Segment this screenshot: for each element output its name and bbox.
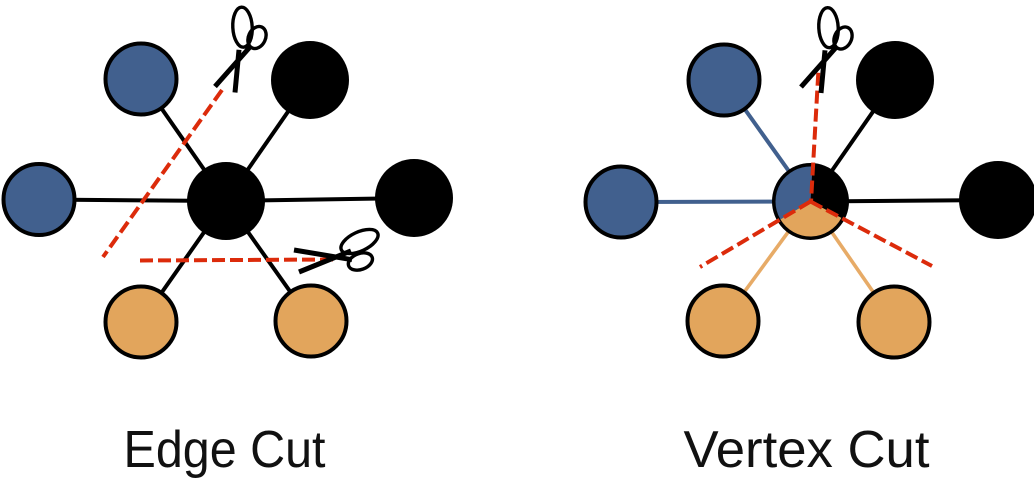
svg-text:Edge Cut: Edge Cut (124, 421, 327, 479)
svg-text:Vertex Cut: Vertex Cut (684, 421, 931, 479)
